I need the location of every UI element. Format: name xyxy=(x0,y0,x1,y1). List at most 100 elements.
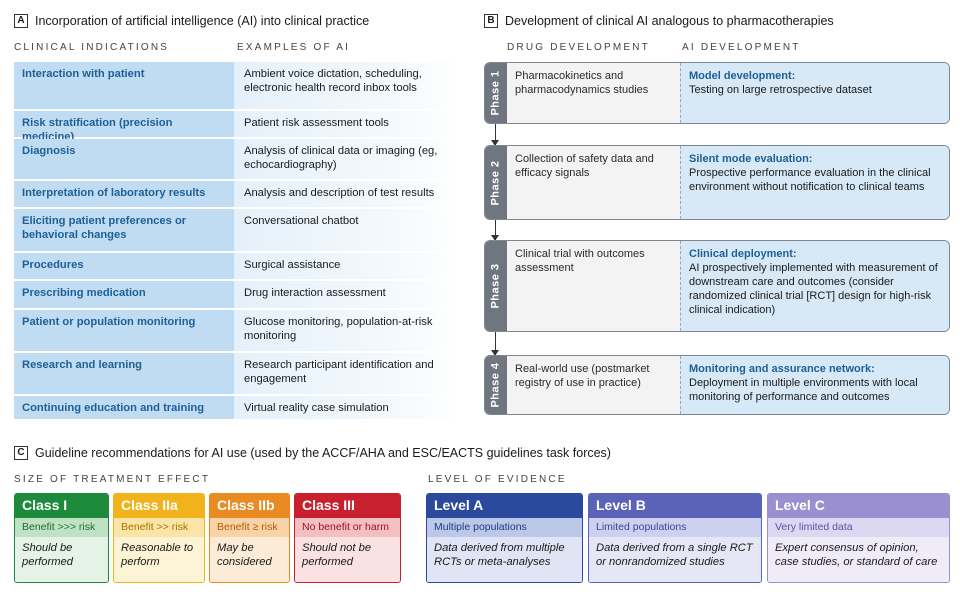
ai-example-cell: Drug interaction assessment xyxy=(234,281,462,308)
phase-label: Phase 1 xyxy=(490,70,502,116)
level-population: Limited populations xyxy=(589,518,761,537)
clinical-indication-cell: Eliciting patient preferences or behavio… xyxy=(14,209,234,251)
ai-stage-description: Prospective performance evaluation in th… xyxy=(689,167,931,193)
ai-example-cell: Ambient voice dictation, scheduling, ele… xyxy=(234,62,462,109)
panel-b-letter: B xyxy=(484,14,498,28)
class-benefit-risk: Benefit >>> risk xyxy=(15,518,108,537)
panel-c-letter: C xyxy=(14,446,28,460)
ai-stage-title: Model development: xyxy=(689,70,796,82)
level-evidence-description: Data derived from multiple RCTs or meta-… xyxy=(427,537,582,582)
ai-example-cell: Analysis and description of test results xyxy=(234,181,462,207)
level-evidence-description: Expert consensus of opinion, case studie… xyxy=(768,537,949,582)
down-arrow-icon xyxy=(491,332,499,356)
ai-example-cell: Analysis of clinical data or imaging (eg… xyxy=(234,139,462,179)
class-recommendation: Reasonable to perform xyxy=(114,537,204,582)
level-evidence-description: Data derived from a single RCT or nonran… xyxy=(589,537,761,582)
drug-development-text: Clinical trial with outcomes assessment xyxy=(515,248,645,274)
level-population: Very limited data xyxy=(768,518,949,537)
clinical-indication-cell: Risk stratification (precision medicine) xyxy=(14,111,234,143)
ai-example-cell: Research participant identification and … xyxy=(234,353,462,394)
phase-box: Phase 1 Pharmacokinetics and pharmacodyna… xyxy=(484,62,950,124)
clinical-indication-cell: Research and learning xyxy=(14,353,234,394)
table-row: Eliciting patient preferences or behavio… xyxy=(14,209,462,252)
clinical-indication-cell: Prescribing medication xyxy=(14,281,234,308)
level-population: Multiple populations xyxy=(427,518,582,537)
ai-development-cell: Silent mode evaluation: Prospective perfo… xyxy=(680,146,949,219)
phase-box: Phase 2 Collection of safety data and eff… xyxy=(484,145,950,220)
phase-label: Phase 3 xyxy=(490,263,502,309)
class-name: Class III xyxy=(295,494,400,518)
level-name: Level A xyxy=(427,494,582,518)
ai-stage-description: Testing on large retrospective dataset xyxy=(689,84,872,96)
phase-label-tab: Phase 1 xyxy=(485,63,507,123)
ai-development-cell: Monitoring and assurance network: Deploym… xyxy=(680,356,949,414)
class-benefit-risk: Benefit ≥ risk xyxy=(210,518,289,537)
clinical-indication-cell: Interaction with patient xyxy=(14,62,234,109)
class-name: Class I xyxy=(15,494,108,518)
panel-c-title: Guideline recommendations for AI use (us… xyxy=(35,446,611,460)
phase-label: Phase 2 xyxy=(490,159,502,206)
class-benefit-risk: No benefit or harm xyxy=(295,518,400,537)
phase-label-tab: Phase 3 xyxy=(485,241,507,331)
ai-example-cell: Virtual reality case simulation xyxy=(234,396,462,419)
level-of-evidence-heading: LEVEL OF EVIDENCE xyxy=(428,474,567,485)
clinical-indication-cell: Continuing education and training xyxy=(14,396,234,419)
level-name: Level B xyxy=(589,494,761,518)
phase-label-tab: Phase 2 xyxy=(485,146,507,219)
ai-example-cell: Patient risk assessment tools xyxy=(234,111,462,137)
class-recommendation: Should not be performed xyxy=(295,537,400,582)
phase-label: Phase 4 xyxy=(490,362,502,408)
examples-of-ai-heading: EXAMPLES OF AI xyxy=(237,42,351,53)
level-name: Level C xyxy=(768,494,949,518)
ai-example-cell: Conversational chatbot xyxy=(234,209,462,251)
ai-stage-description: AI prospectively implemented with measur… xyxy=(689,262,938,316)
clinical-indication-cell: Procedures xyxy=(14,253,234,279)
ai-stage-description: Deployment in multiple environments with… xyxy=(689,377,918,403)
clinical-indication-cell: Interpretation of laboratory results xyxy=(14,181,234,207)
panel-a-title: Incorporation of artificial intelligence… xyxy=(35,14,370,28)
ai-stage-title: Silent mode evaluation: xyxy=(689,153,813,165)
phase-box: Phase 3 Clinical trial with outcomes asse… xyxy=(484,240,950,332)
class-name: Class IIb xyxy=(210,494,289,518)
phase-label-tab: Phase 4 xyxy=(485,356,507,414)
table-row: Risk stratification (precision medicine)… xyxy=(14,111,462,143)
phase-box: Phase 4 Real-world use (postmarket regist… xyxy=(484,355,950,415)
panel-b-header: B Development of clinical AI analogous t… xyxy=(484,14,834,28)
panel-c-header: C Guideline recommendations for AI use (… xyxy=(14,446,611,460)
class-benefit-risk: Benefit >> risk xyxy=(114,518,204,537)
drug-development-text: Collection of safety data and efficacy s… xyxy=(515,153,654,179)
down-arrow-icon xyxy=(491,124,499,146)
ai-stage-title: Monitoring and assurance network: xyxy=(689,363,875,375)
down-arrow-icon xyxy=(491,220,499,241)
panel-a-letter: A xyxy=(14,14,28,28)
clinical-indication-cell: Patient or population monitoring xyxy=(14,310,234,351)
drug-development-heading: DRUG DEVELOPMENT xyxy=(507,42,650,53)
panel-b-title: Development of clinical AI analogous to … xyxy=(505,14,834,28)
clinical-indication-cell: Diagnosis xyxy=(14,139,234,179)
ai-stage-title: Clinical deployment: xyxy=(689,248,797,260)
drug-development-text: Pharmacokinetics and pharmacodynamics st… xyxy=(515,70,649,96)
ai-development-cell: Model development: Testing on large retro… xyxy=(680,63,949,123)
clinical-indications-heading: CLINICAL INDICATIONS xyxy=(14,42,170,53)
ai-example-cell: Glucose monitoring, population-at-risk m… xyxy=(234,310,462,351)
panel-a-header: A Incorporation of artificial intelligen… xyxy=(14,14,369,28)
size-of-treatment-effect-heading: SIZE OF TREATMENT EFFECT xyxy=(14,474,211,485)
class-name: Class IIa xyxy=(114,494,204,518)
drug-development-text: Real-world use (postmarket registry of u… xyxy=(515,363,650,389)
class-recommendation: Should be performed xyxy=(15,537,108,582)
